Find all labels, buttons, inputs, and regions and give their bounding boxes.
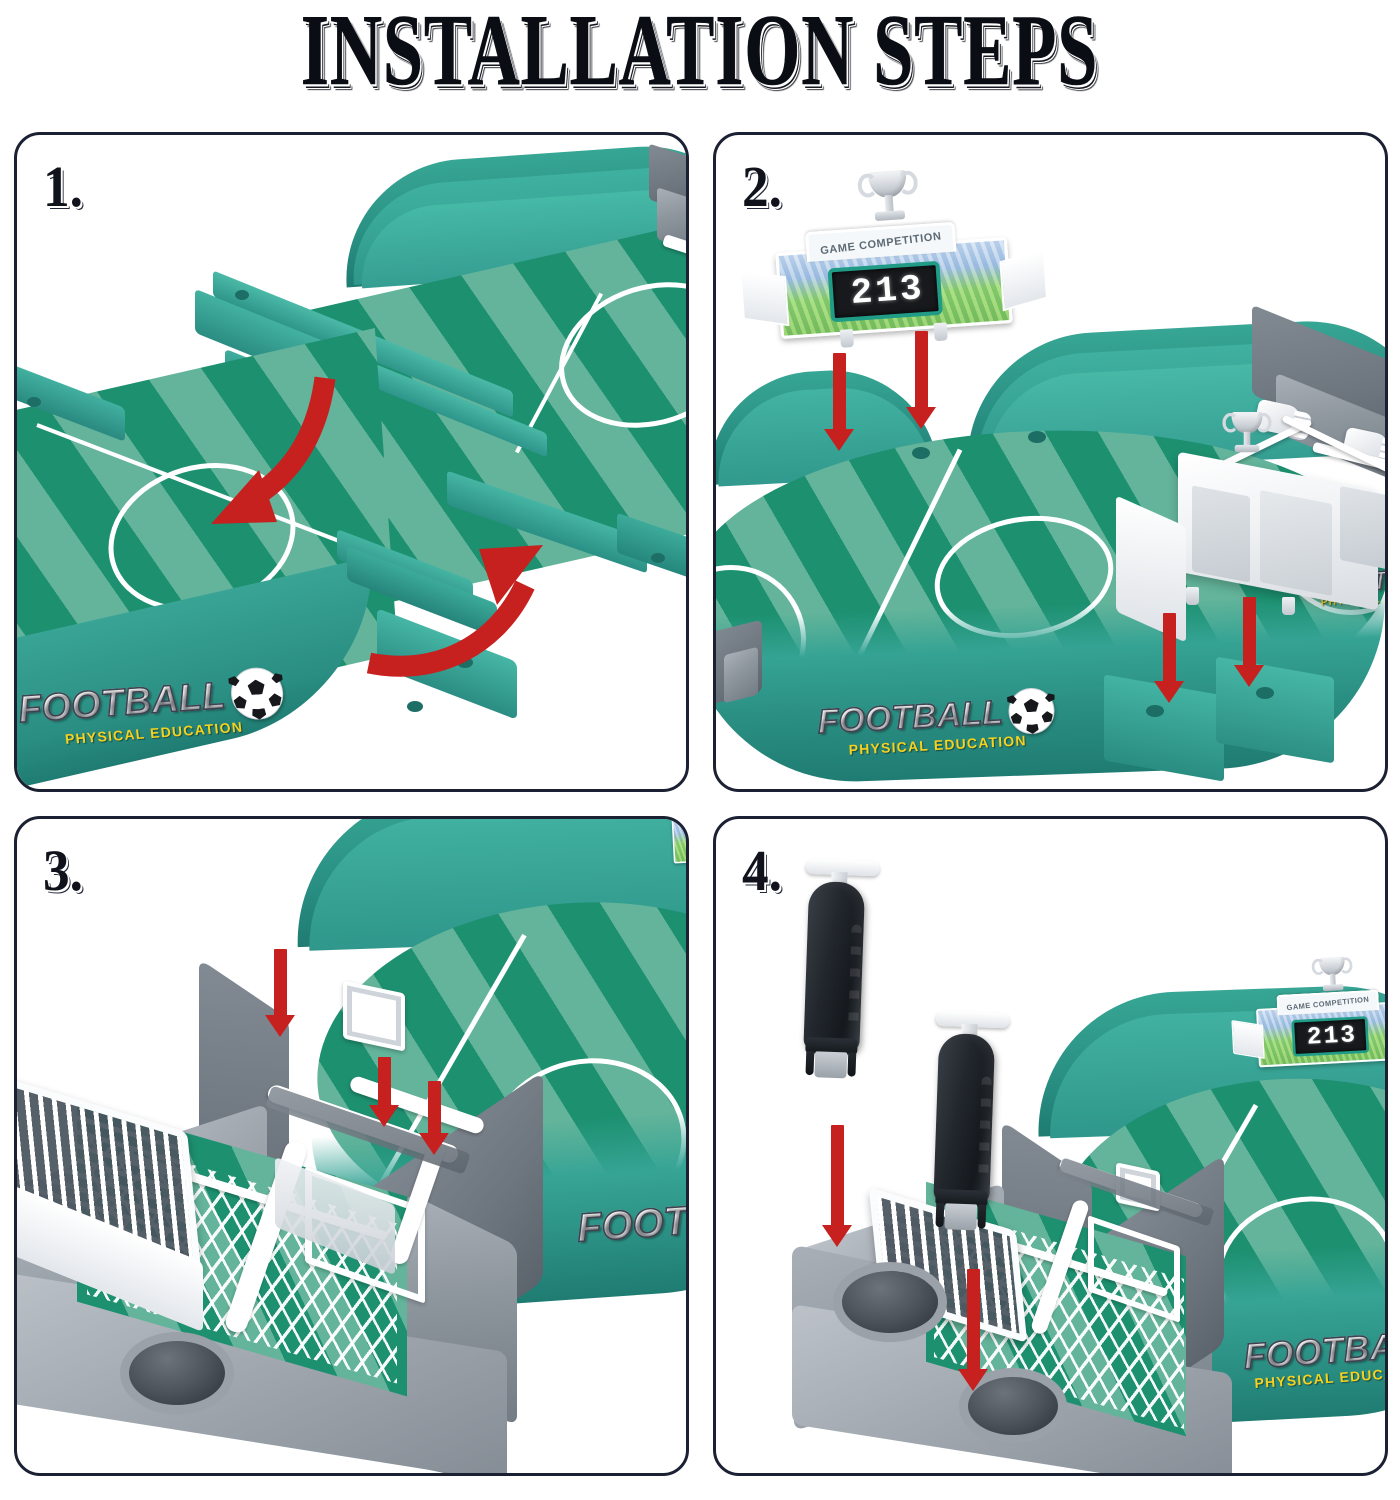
score-display: 2 1 3 [1291, 1016, 1370, 1057]
page-header: INSTALLATION STEPS [0, 0, 1400, 107]
scoreboard-wing-left [1231, 1019, 1265, 1059]
trophy-icon [1316, 956, 1349, 997]
step-4-illustration: FOOTBALL PHYSICAL EDUCATION GAME COMPETI… [716, 819, 1385, 1473]
installation-steps-grid: 1. [14, 132, 1388, 1488]
scoreboard-body: GAME COMPETITION 2 1 3 [671, 816, 689, 864]
step-3-illustration: FOOTBALL GAME COMPETITION 2 1 3 [17, 819, 686, 1473]
scoreboard-unit: GAME COMPETITION 2 1 3 [739, 169, 1049, 348]
handle-grip [803, 880, 866, 1053]
scoreboard-peg-left [839, 328, 855, 348]
assembly-arrow-1 [822, 1125, 852, 1255]
scoreboard-unit: GAME COMPETITION 2 1 3 [1231, 956, 1385, 1068]
assembly-arrow-1 [824, 353, 854, 463]
step-number-2: 2. [742, 154, 783, 219]
score-digit-separator: 1 [1322, 1021, 1338, 1051]
scoreboard-unit: GAME COMPETITION 2 1 3 [671, 816, 689, 864]
step-panel-2: 2. [713, 132, 1388, 792]
handle-foot [814, 1051, 848, 1079]
scoreboard-header-text: GAME COMPETITION [1286, 995, 1370, 1012]
score-digit-away: 3 [1339, 1020, 1355, 1050]
step-panel-3: 3. FOOTBALL GAME [14, 816, 689, 1476]
handle-foot [944, 1203, 978, 1231]
scoreboard-peg-right [933, 322, 948, 342]
assembly-arrow-2 [369, 1057, 399, 1147]
handle-grip [933, 1032, 996, 1205]
step-2-illustration: FOOTBALL PHYSICAL EDUCATION FOOTBALL PHY… [716, 135, 1385, 789]
scoreboard-wing-left [739, 269, 790, 327]
assembly-arrow-3 [1154, 613, 1184, 723]
page-title: INSTALLATION STEPS [301, 0, 1099, 107]
step-number-1: 1. [43, 154, 84, 219]
score-digit-home: 2 [849, 271, 872, 314]
trophy-icon [864, 169, 914, 229]
assembly-arrow-2 [958, 1269, 988, 1399]
step-number-4: 4. [742, 838, 783, 903]
handle-socket-left [842, 1271, 938, 1333]
assembly-arrow-2 [906, 331, 936, 441]
trophy-icon [1222, 412, 1272, 458]
scoreboard-header-text: GAME COMPETITION [819, 229, 943, 257]
step-panel-1: 1. [14, 132, 689, 792]
assembly-arrow-3 [419, 1081, 449, 1177]
assembly-arrow-2 [347, 505, 567, 685]
handle-socket [129, 1341, 225, 1405]
step-number-3: 3. [43, 838, 84, 903]
step-1-illustration: FOOTBALL PHYSICAL EDUCATION [17, 135, 686, 789]
score-digit-separator: 1 [873, 269, 897, 313]
assembly-arrow-1 [167, 370, 357, 550]
scoreboard-body: GAME COMPETITION 2 1 3 [739, 221, 1049, 348]
scoreboard-wing-right [999, 248, 1049, 312]
step-panel-4: 4. FOOTBALL PHYSICAL EDUCATION [713, 816, 1388, 1476]
score-digit-home: 2 [1306, 1022, 1321, 1052]
scoreboard-header: GAME COMPETITION [804, 221, 957, 263]
scoreboard-body: GAME COMPETITION 2 1 3 [1231, 989, 1385, 1068]
scoreboard-header: GAME COMPETITION [1276, 989, 1380, 1016]
assembly-arrow-4 [1234, 597, 1264, 707]
scoreboard-header: GAME COMPETITION [687, 816, 689, 824]
score-digit-away: 3 [898, 268, 921, 311]
assembly-arrow-1 [265, 949, 295, 1059]
score-display: 2 1 3 [827, 260, 943, 323]
